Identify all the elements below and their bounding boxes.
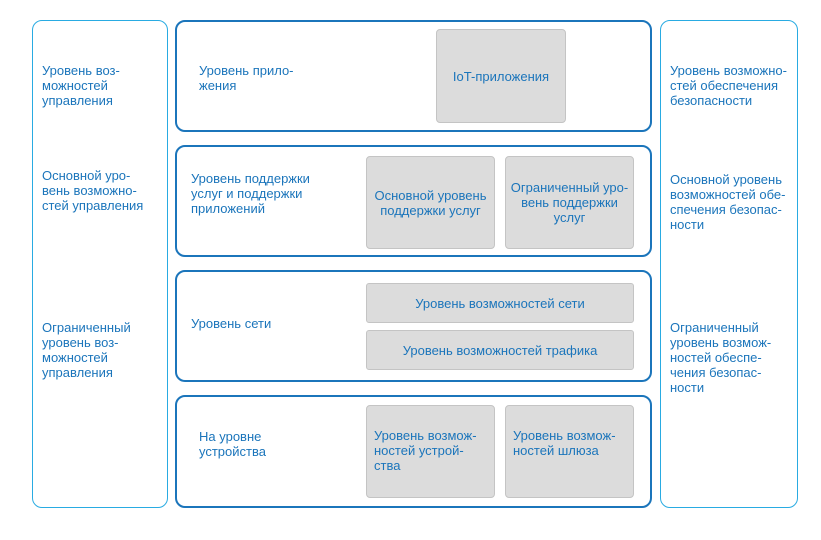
iot-applications-box: IoT-приложения [436,29,566,123]
device-layer-label: На уровне устройства [199,429,266,459]
basic-management-level-label: Основной уро- вень возможно- стей управл… [42,168,144,213]
service-support-layer-label: Уровень поддержки услуг и поддержки прил… [191,171,310,216]
application-layer [175,20,652,132]
limited-security-level-label: Ограниченный уровень возмож- ностей обес… [670,320,772,395]
device-capabilities-box: Уровень возмож- ностей устрой- ства [366,405,495,498]
security-level-label: Уровень возможно- стей обеспечения безоп… [670,63,787,108]
limited-service-support-box: Ограниченный уро- вень поддержки услуг [505,156,634,249]
traffic-capabilities-box: Уровень возможностей трафика [366,330,634,370]
basic-service-support-box: Основной уровень поддержки услуг [366,156,495,249]
management-level-label: Уровень воз- можностей управления [42,63,120,108]
limited-management-level-label: Ограниченный уровень воз- можностей упра… [42,320,131,380]
network-capabilities-box: Уровень возможностей сети [366,283,634,323]
gateway-capabilities-box: Уровень возмож- ностей шлюза [505,405,634,498]
security-capabilities-column [660,20,798,508]
network-layer-label: Уровень сети [191,316,272,331]
basic-security-level-label: Основной уровень возможностей обе- спече… [670,172,786,232]
management-capabilities-column [32,20,168,508]
application-layer-label: Уровень прило- жения [199,63,294,93]
